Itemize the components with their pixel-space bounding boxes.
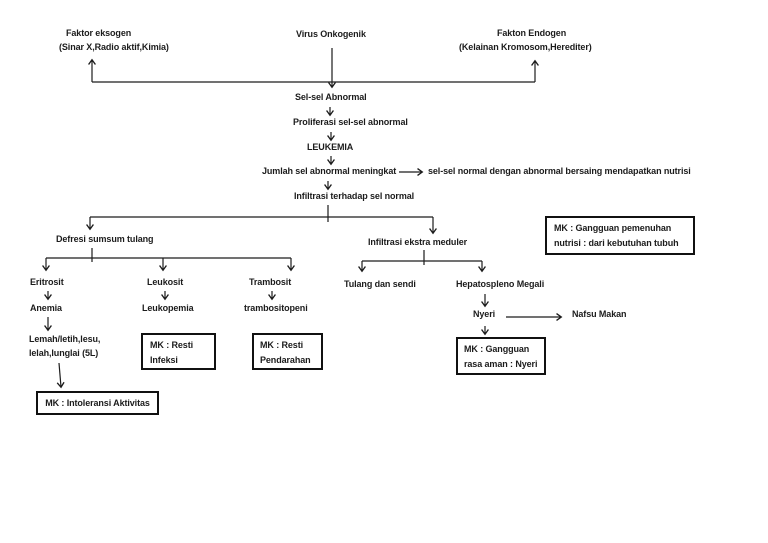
node-nafsu-makan: Nafsu Makan [572,309,627,319]
node-fakton-endogen-detail: (Kelainan Kromosom,Herediter) [459,42,592,52]
node-trambositopeni: trambositopeni [244,303,308,313]
box-mk-resti-pendarahan-line1: MK : Resti [260,340,304,350]
node-leukemia: LEUKEMIA [307,142,354,152]
node-virus-onkogenik: Virus Onkogenik [296,29,366,39]
box-mk-gangguan-rasa-aman-line2: rasa aman : Nyeri [464,359,538,369]
box-mk-gangguan-nutrisi: MK : Gangguan pemenuhan nutrisi : dari k… [545,216,695,255]
box-mk-gangguan-rasa-aman-line1: MK : Gangguan [464,344,530,354]
node-infiltrasi-ekstra: Infiltrasi ekstra meduler [368,237,468,247]
box-mk-resti-pendarahan-line2: Pendarahan [260,355,311,365]
node-lemah-line2: lelah,lunglai (5L) [29,348,99,358]
box-mk-resti-infeksi: MK : Resti Infeksi [141,333,216,370]
box-mk-gangguan-nutrisi-line1: MK : Gangguan pemenuhan [554,223,672,233]
box-mk-intoleransi-aktivitas: MK : Intoleransi Aktivitas [36,391,159,415]
node-nyeri: Nyeri [473,309,496,319]
arrow-lemah-to-mk-intoleransi [56,362,65,389]
node-eritrosit: Eritrosit [30,277,64,287]
node-proliferasi: Proliferasi sel-sel abnormal [293,117,408,127]
node-fakton-endogen: Fakton Endogen [497,28,567,38]
node-infiltrasi-normal: Infiltrasi terhadap sel normal [294,191,415,201]
box-mk-gangguan-rasa-aman: MK : Gangguan rasa aman : Nyeri [456,337,546,375]
node-hepatospleno: Hepatospleno Megali [456,279,545,289]
node-faktor-eksogen: Faktor eksogen [66,28,132,38]
box-mk-resti-infeksi-line1: MK : Resti [150,340,194,350]
node-lemah-line1: Lemah/letih,lesu, [29,334,101,344]
node-anemia: Anemia [30,303,62,313]
node-leukosit: Leukosit [147,277,184,287]
node-faktor-eksogen-detail: (Sinar X,Radio aktif,Kimia) [59,42,169,52]
box-mk-intoleransi-aktivitas-text: MK : Intoleransi Aktivitas [45,398,150,408]
box-mk-resti-pendarahan: MK : Resti Pendarahan [252,333,323,370]
node-trambosit: Trambosit [249,277,292,287]
node-leukopemia: Leukopemia [142,303,194,313]
box-mk-gangguan-nutrisi-line2: nutrisi : dari kebutuhan tubuh [554,238,679,248]
node-bersaing-nutrisi: sel-sel normal dengan abnormal bersaing … [428,166,691,176]
node-sel-sel-abnormal: Sel-sel Abnormal [295,92,367,102]
box-mk-resti-infeksi-line2: Infeksi [150,355,178,365]
node-tulang-sendi: Tulang dan sendi [344,279,416,289]
node-defresi-sumsum: Defresi sumsum tulang [56,234,154,244]
node-jumlah-meningkat: Jumlah sel abnormal meningkat [262,166,397,176]
